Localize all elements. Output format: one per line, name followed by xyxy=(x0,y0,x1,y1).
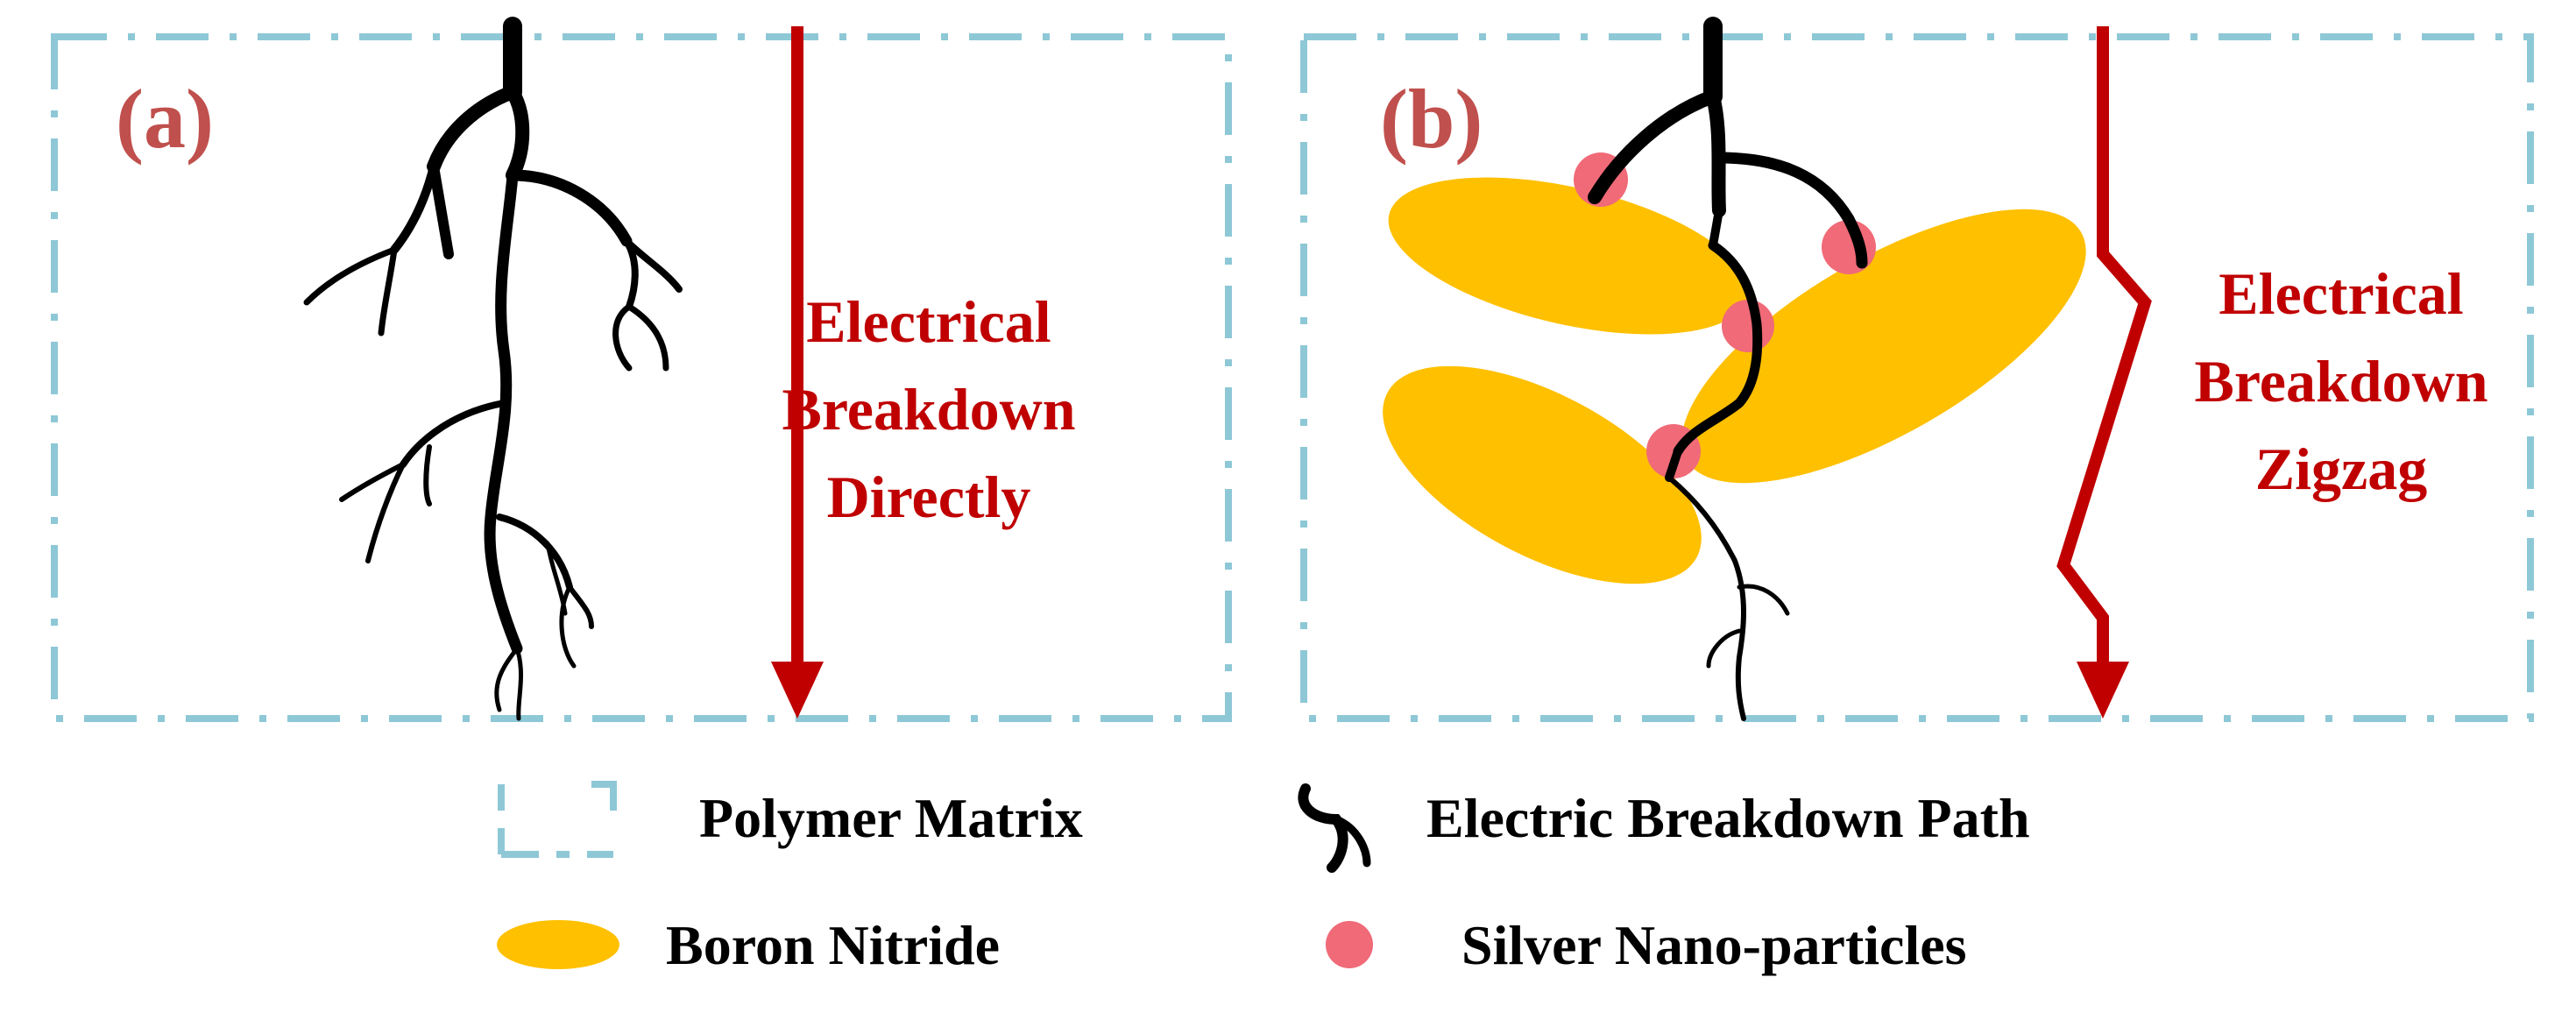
panel-a-label: (a) xyxy=(116,72,214,166)
legend-breakdown-path-label: Electric Breakdown Path xyxy=(1426,787,2030,849)
panel-b-annotation-line1: Electrical xyxy=(2219,260,2463,327)
panel-b-label: (b) xyxy=(1380,72,1483,166)
panel-b-annotation-line3: Zigzag xyxy=(2255,436,2427,502)
silver-nanoparticle-3 xyxy=(1722,300,1774,352)
panel-a: (a) xyxy=(51,17,1232,722)
legend-silver-nanoparticle-symbol xyxy=(1326,921,1373,968)
panel-b-annotation-line2: Breakdown xyxy=(2194,348,2488,414)
boron-nitride-flake-1 xyxy=(1388,177,1749,335)
legend-boron-nitride-label: Boron Nitride xyxy=(666,914,1000,976)
legend-polymer-matrix-label: Polymer Matrix xyxy=(699,787,1083,849)
panel-a-arrow xyxy=(771,26,824,719)
panel-a-annotation-line1: Electrical xyxy=(806,288,1051,355)
boron-nitride-flake-2 xyxy=(1681,209,2086,484)
legend: Polymer Matrix Electric Breakdown Path B… xyxy=(497,781,2030,976)
panel-a-polymer-matrix-border xyxy=(51,33,1232,722)
panel-b: (b) Electrical Breakdown xyxy=(1300,17,2534,722)
boron-nitride-flake-3 xyxy=(1383,365,1702,584)
panel-a-annotation-line3: Directly xyxy=(827,464,1031,530)
panel-b-polymer-matrix-border xyxy=(1300,33,2534,722)
legend-boron-nitride-symbol xyxy=(497,920,619,969)
legend-polymer-matrix-symbol xyxy=(498,781,617,858)
legend-breakdown-path-symbol xyxy=(1298,783,1371,873)
legend-silver-nanoparticles-label: Silver Nano-particles xyxy=(1461,914,1967,976)
panel-b-breakdown-path xyxy=(1588,17,1868,721)
panel-b-arrow xyxy=(2056,26,2152,719)
panel-a-breakdown-path xyxy=(303,17,683,721)
panel-a-annotation-line2: Breakdown xyxy=(782,376,1075,443)
